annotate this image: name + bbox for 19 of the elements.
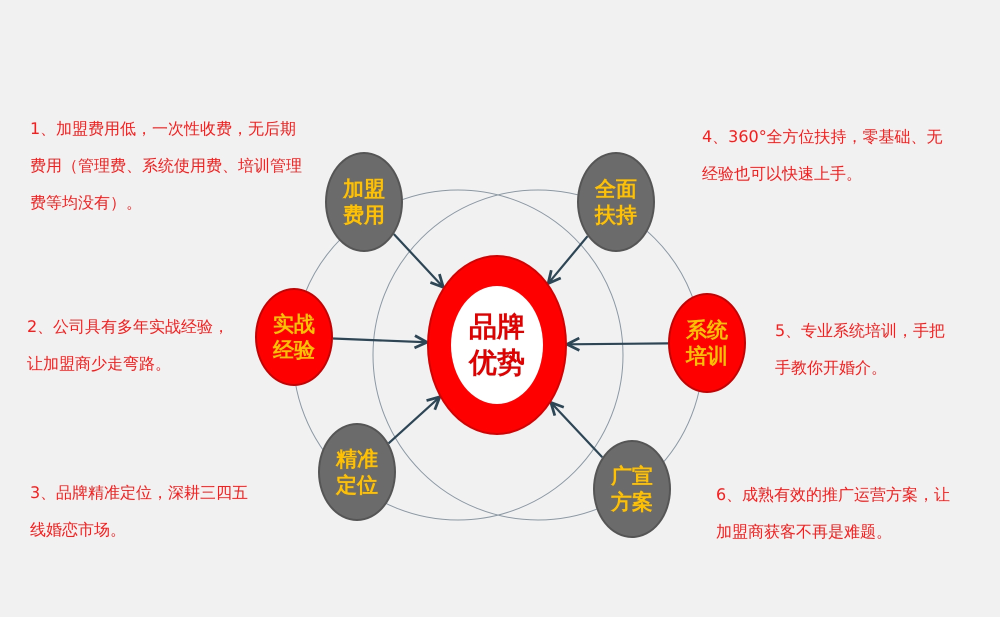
- topic-label: 全面扶持: [594, 176, 638, 228]
- description-text: 3、品牌精准定位，深耕三四五线婚恋市场。: [30, 482, 250, 541]
- arrow: [566, 336, 668, 352]
- description-text: 4、360°全方位扶持，零基础、无经验也可以快速上手。: [702, 126, 944, 185]
- description-text: 5、专业系统培训，手把手教你开婚介。: [775, 320, 946, 379]
- center-title: 品牌优势: [468, 308, 526, 381]
- arrow: [388, 396, 442, 444]
- topic-label: 系统培训: [684, 316, 729, 370]
- description-text: 2、公司具有多年实战经验，让加盟商少走弯路。: [27, 316, 230, 375]
- description-text: 6、成熟有效的推广运营方案，让加盟商获客不再是难题。: [716, 484, 952, 543]
- topic-label: 广宣方案: [610, 462, 654, 516]
- arrow: [549, 401, 604, 458]
- topic-label: 精准定位: [334, 446, 379, 498]
- topic-label: 加盟费用: [342, 176, 386, 228]
- arrow: [393, 233, 445, 289]
- arrow: [546, 235, 588, 285]
- arrow: [332, 334, 428, 350]
- topic-label: 实战经验: [272, 310, 316, 364]
- description-text: 1、加盟费用低，一次性收费，无后期费用（管理费、系统使用费、培训管理费等均没有）。: [30, 118, 303, 214]
